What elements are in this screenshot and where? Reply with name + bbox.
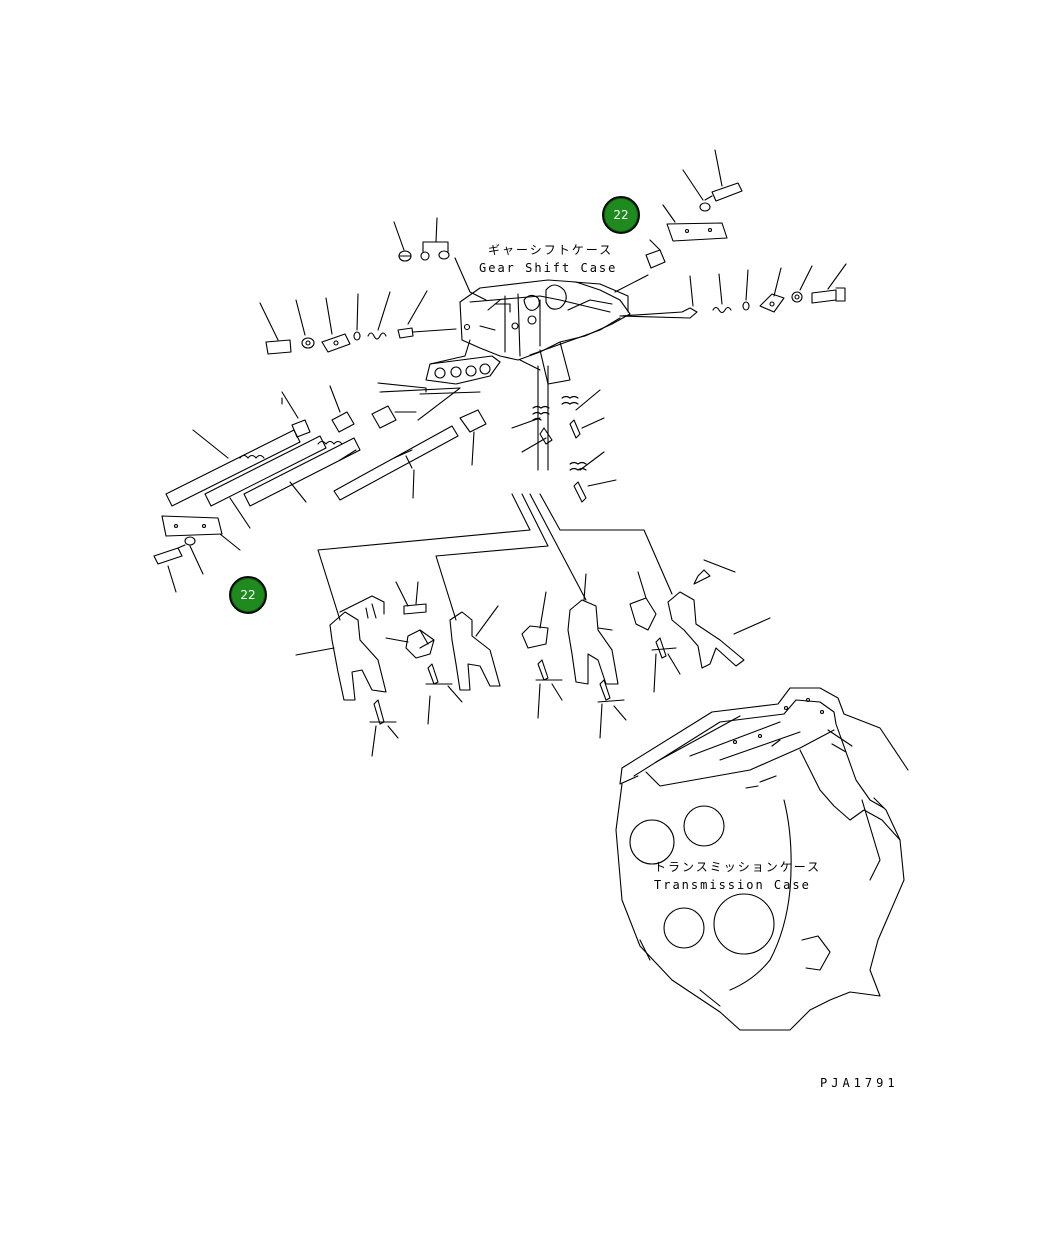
drawing-code: PJA1791	[820, 1076, 899, 1090]
left-cover-assembly	[153, 515, 241, 593]
gear-shift-case-label-jp: ギャーシフトケース	[488, 243, 614, 257]
transmission-case	[615, 687, 909, 1031]
callout-number: 22	[240, 588, 256, 602]
top-plugs	[393, 217, 487, 301]
gear-shift-case	[425, 279, 631, 385]
shift-forks	[295, 559, 771, 701]
gear-shift-case-label: Gear Shift Case	[479, 261, 618, 275]
leader-brackets	[317, 493, 673, 621]
springs-and-pins	[511, 365, 617, 503]
top-cover-assembly	[614, 149, 743, 293]
callout-badge-top[interactable]: 22	[602, 196, 640, 234]
left-fastener-row	[259, 290, 457, 355]
transmission-case-label-jp: トランスミッションケース	[654, 860, 822, 874]
shift-rods	[165, 382, 487, 529]
callout-badge-left[interactable]: 22	[229, 576, 267, 614]
fork-hardware	[369, 571, 681, 757]
transmission-case-label: Transmission Case	[654, 878, 811, 892]
callout-number: 22	[613, 208, 629, 222]
right-fastener-row	[619, 263, 847, 319]
